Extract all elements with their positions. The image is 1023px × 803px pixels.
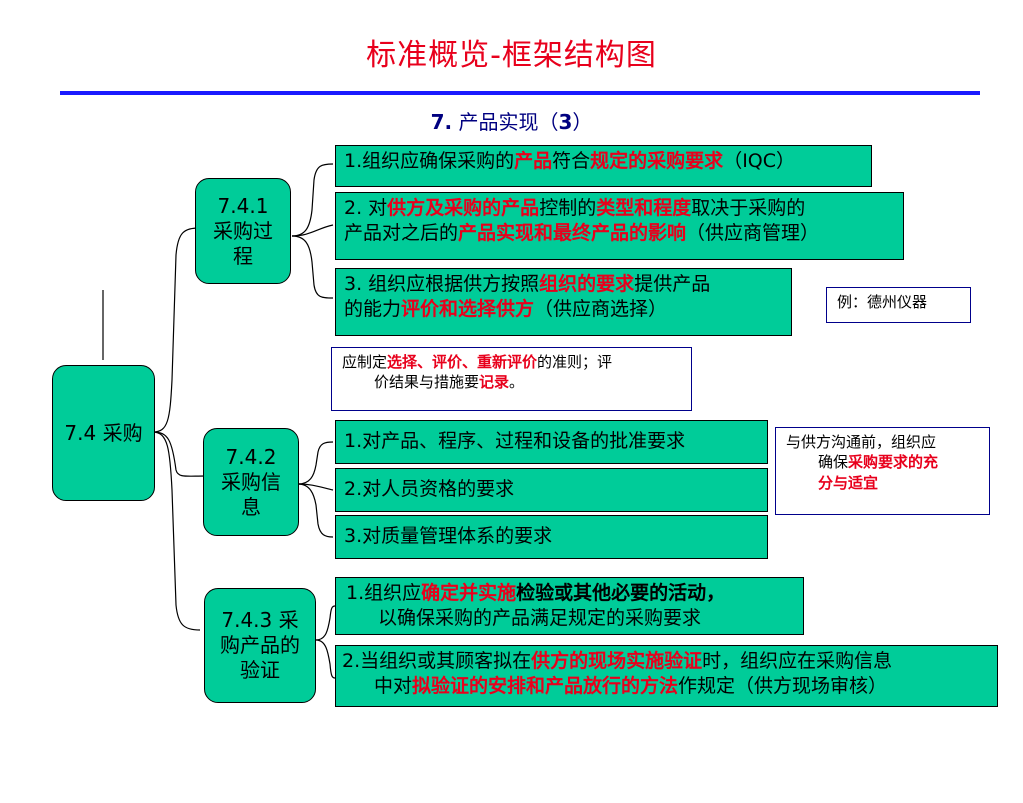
node-7-4-2-purchasing-info: 7.4.2 采购信息: [203, 428, 299, 536]
box-7-4-2-item-2: 2.对人员资格的要求: [335, 468, 768, 512]
example-note: 例：德州仪器: [826, 287, 971, 323]
node-7-4-1-purchasing-process: 7.4.1 采购过程: [195, 178, 291, 284]
box-7-4-3-item-1: 1.组织应确定并实施检验或其他必要的活动， 以确保采购的产品满足规定的采购要求: [335, 577, 804, 635]
title-divider: [60, 91, 980, 95]
criteria-note: 应制定选择、评价、重新评价的准则；评 价结果与措施要记录。: [331, 347, 692, 411]
box-7-4-2-item-3: 3.对质量管理体系的要求: [335, 515, 768, 559]
page-title: 标准概览-框架结构图: [366, 38, 657, 73]
communication-note: 与供方沟通前，组织应 确保采购要求的充 分与适宜: [775, 427, 990, 515]
box-7-4-1-item-2: 2. 对供方及采购的产品控制的类型和程度取决于采购的 产品对之后的产品实现和最终…: [335, 192, 904, 260]
box-7-4-1-item-1: 1.组织应确保采购的产品符合规定的采购要求（IQC）: [335, 145, 872, 187]
box-7-4-2-item-1: 1.对产品、程序、过程和设备的批准要求: [335, 420, 768, 464]
node-7-4-purchasing: 7.4 采购: [52, 365, 155, 501]
node-7-4-3-purchased-product-verification: 7.4.3 采购产品的验证: [204, 588, 316, 703]
box-7-4-1-item-3: 3. 组织应根据供方按照组织的要求提供产品 的能力评价和选择供方（供应商选择）: [335, 268, 792, 336]
section-subtitle: 7. 产品实现（3）: [430, 110, 593, 134]
box-7-4-3-item-2: 2.当组织或其顾客拟在供方的现场实施验证时，组织应在采购信息 中对拟验证的安排和…: [335, 645, 998, 707]
